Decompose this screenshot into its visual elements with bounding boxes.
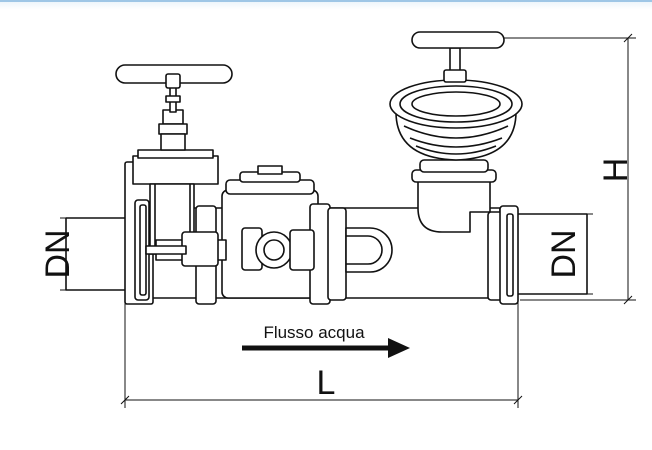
flow-label: Flusso acqua — [263, 323, 365, 342]
right-flange — [487, 205, 519, 305]
left-valve-stem — [158, 85, 188, 151]
dim-height — [504, 33, 636, 305]
right-elbow — [411, 159, 497, 233]
dim-length — [120, 300, 523, 408]
bypass-loop — [345, 227, 393, 273]
test-port — [155, 227, 315, 271]
dn-left-label: DN — [39, 229, 77, 278]
height-label: H — [597, 158, 635, 183]
dim-dn-left — [60, 217, 72, 291]
flow-arrow-icon — [242, 338, 410, 358]
right-valve-stem — [443, 47, 467, 83]
dim-dn-right — [581, 213, 593, 295]
dn-right-label: DN — [545, 229, 583, 278]
right-handwheel-icon — [411, 31, 505, 49]
length-label: L — [317, 364, 336, 402]
left-flange — [124, 161, 154, 305]
push-rod — [145, 245, 187, 255]
left-valve-body — [132, 149, 219, 255]
left-handwheel-icon — [115, 64, 233, 89]
top-rule — [0, 0, 652, 2]
right-valve-bowl — [389, 79, 523, 161]
